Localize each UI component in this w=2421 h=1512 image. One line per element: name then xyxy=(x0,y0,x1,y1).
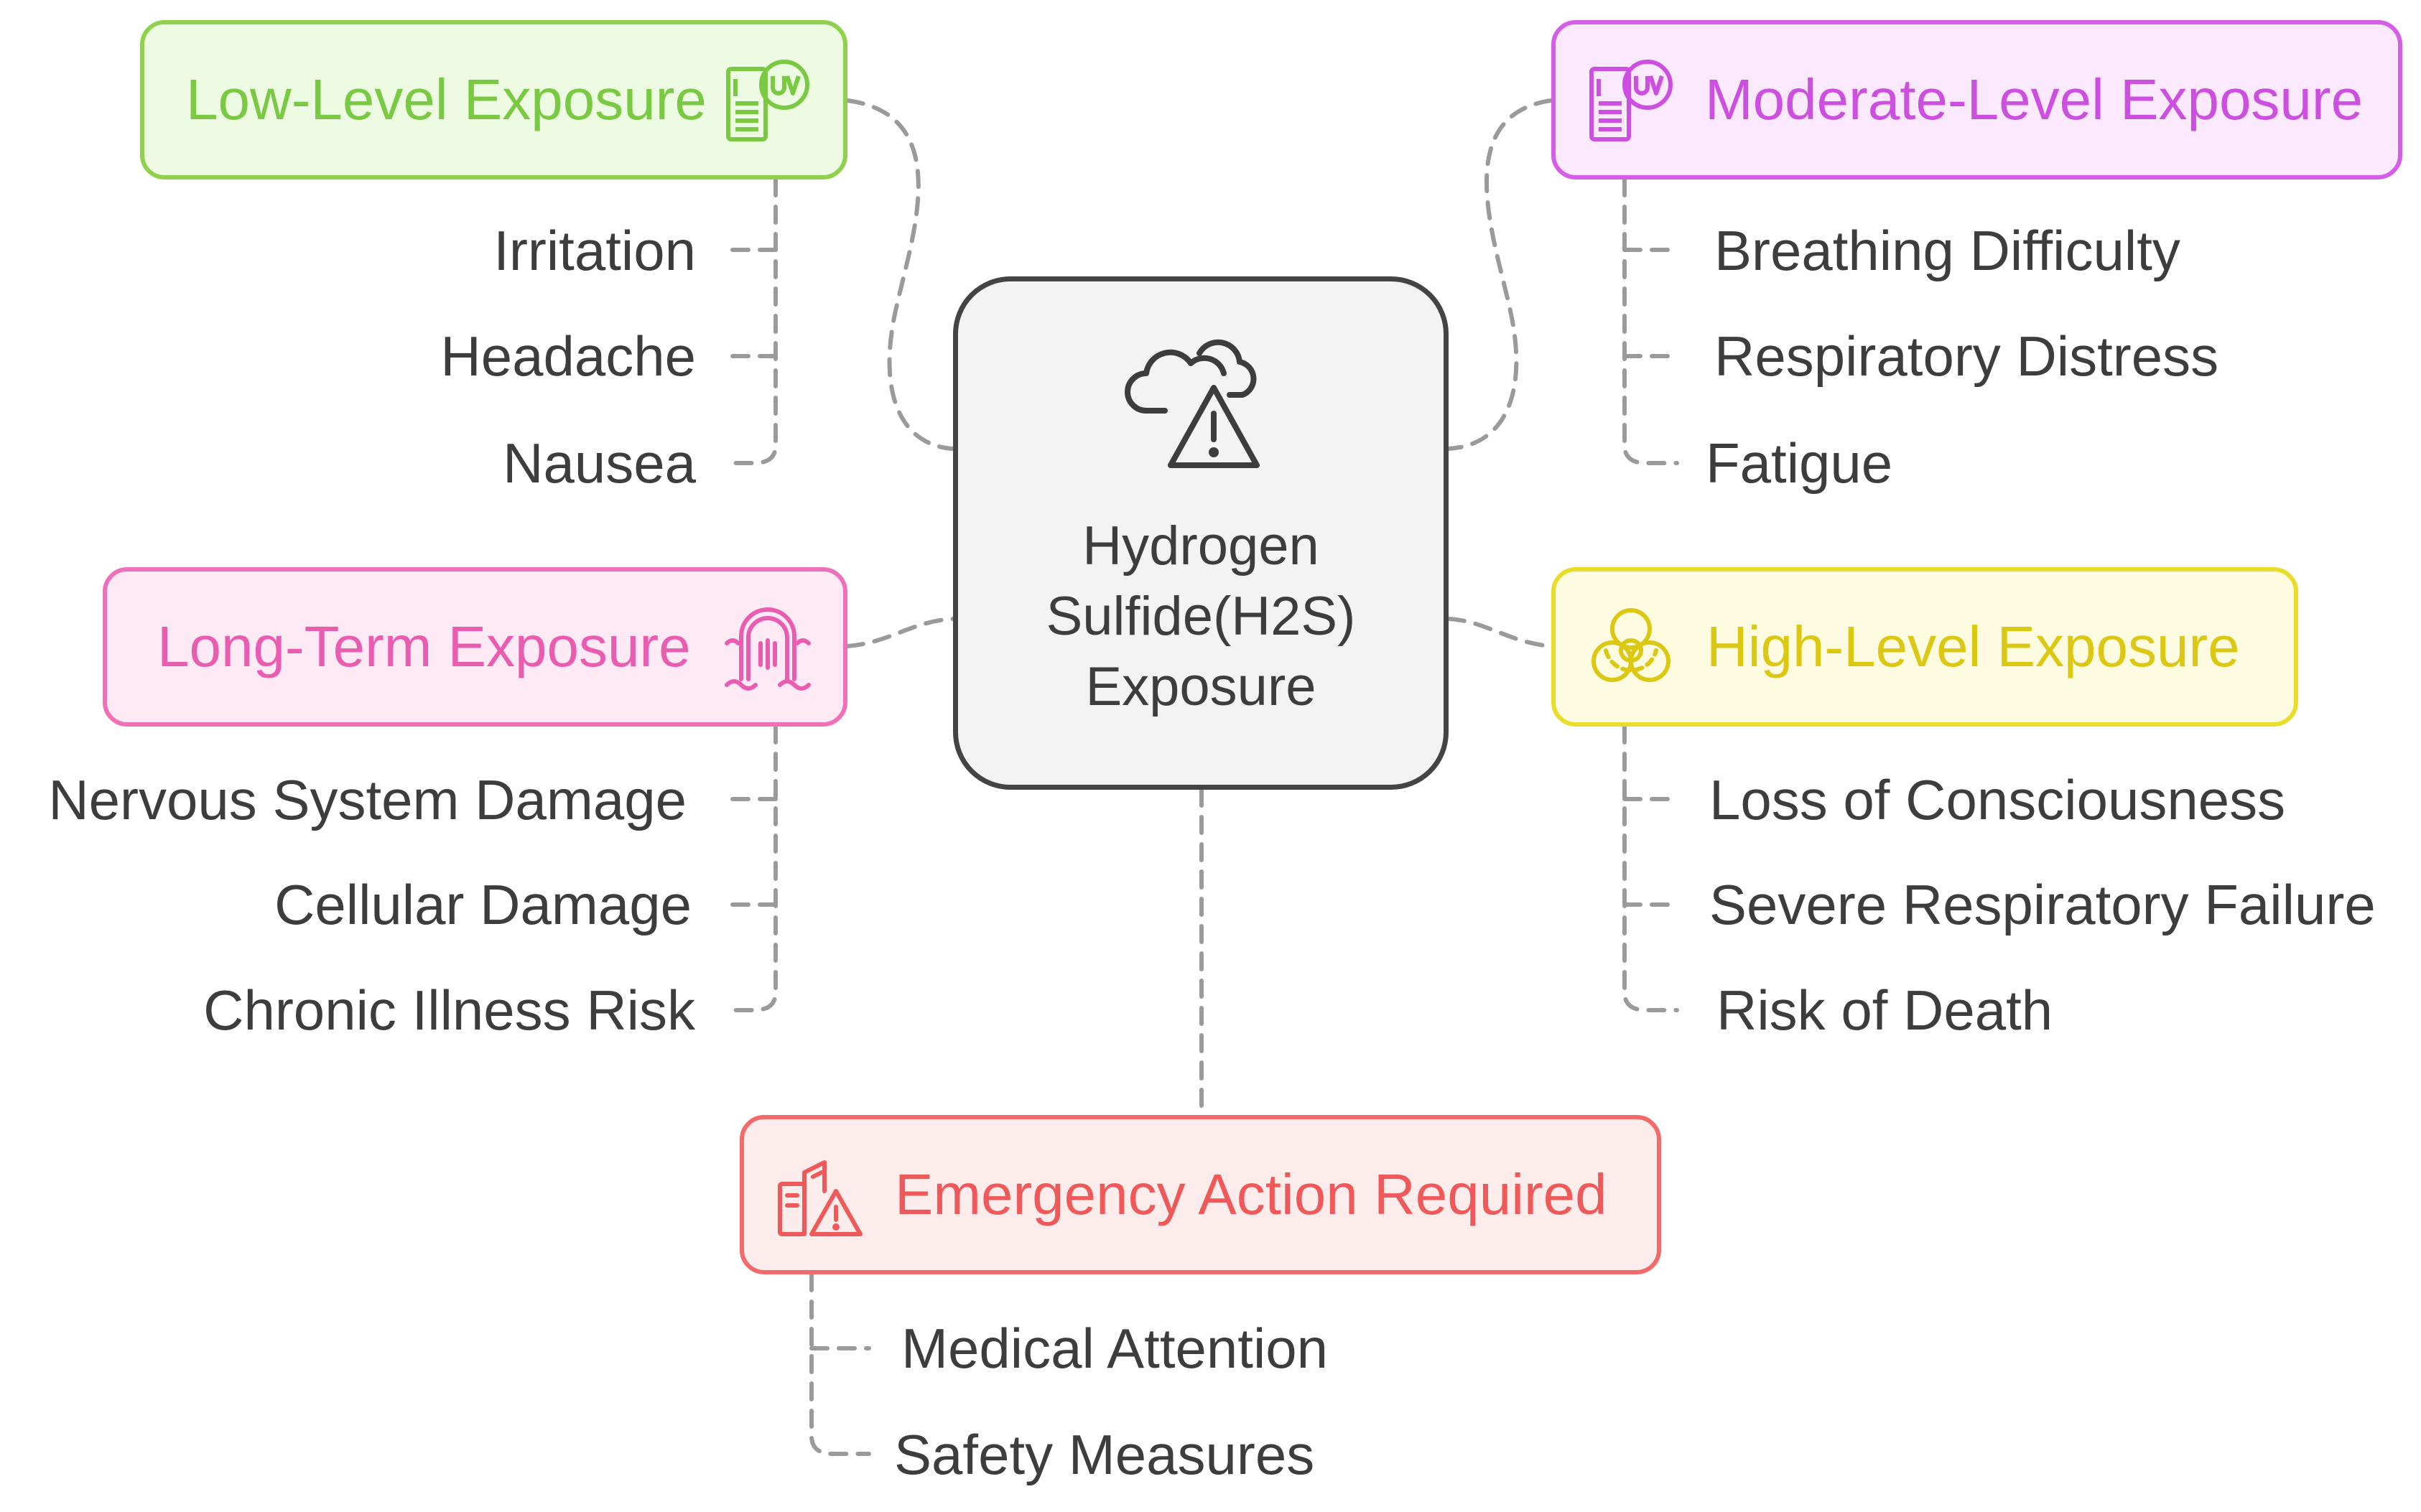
connector-high-items xyxy=(1622,724,1679,1012)
low-item-2: Headache xyxy=(440,325,696,388)
central-topic-box: Hydrogen Sulfide(H2S) Exposure xyxy=(953,276,1449,790)
building-warning-icon xyxy=(773,1148,866,1241)
central-title-line-2: Sulfide(H2S) xyxy=(1046,586,1356,647)
uv-meter-icon xyxy=(721,53,814,146)
moderate-item-3: Fatigue xyxy=(1706,431,1893,495)
biohazard-icon xyxy=(1584,600,1678,694)
central-title-line-1: Hydrogen xyxy=(1082,515,1319,577)
connector-moderate-items xyxy=(1622,177,1679,465)
bacteria-cell-icon xyxy=(721,600,814,694)
high-level-exposure-box: High-Level Exposure xyxy=(1551,567,2298,727)
emergency-item-1: Medical Attention xyxy=(901,1317,1329,1380)
longterm-item-3: Chronic Illness Risk xyxy=(203,979,695,1042)
high-item-1: Loss of Consciousness xyxy=(1709,768,2286,831)
connector-center-moderate xyxy=(1446,98,1553,451)
uv-meter-icon xyxy=(1584,53,1678,146)
moderate-item-2: Respiratory Distress xyxy=(1714,325,2219,388)
longterm-item-1: Nervous System Damage xyxy=(48,768,687,831)
low-item-3: Nausea xyxy=(503,431,696,495)
connector-longterm-items xyxy=(723,724,778,1012)
high-item-2: Severe Respiratory Failure xyxy=(1709,873,2376,936)
connector-low-items xyxy=(723,177,778,465)
emergency-action-box: Emergency Action Required xyxy=(740,1115,1661,1274)
low-level-exposure-box: Low-Level Exposure xyxy=(140,20,847,179)
connector-center-longterm xyxy=(845,617,955,648)
connector-emergency-items xyxy=(809,1272,871,1456)
low-level-exposure-title: Low-Level Exposure xyxy=(186,67,707,131)
low-item-1: Irritation xyxy=(493,219,696,282)
emergency-action-title: Emergency Action Required xyxy=(895,1162,1607,1226)
moderate-item-1: Breathing Difficulty xyxy=(1714,219,2180,282)
central-topic-title: Hydrogen Sulfide(H2S) Exposure xyxy=(958,511,1444,722)
cloud-warning-icon xyxy=(1122,325,1287,490)
central-title-line-3: Exposure xyxy=(1085,656,1316,717)
longterm-item-2: Cellular Damage xyxy=(274,873,692,936)
long-term-exposure-title: Long-Term Exposure xyxy=(157,615,691,678)
emergency-item-2: Safety Measures xyxy=(894,1423,1315,1486)
moderate-level-exposure-title: Moderate-Level Exposure xyxy=(1705,67,2364,131)
connector-center-low xyxy=(845,98,955,451)
high-item-3: Risk of Death xyxy=(1716,979,2053,1042)
connector-center-high xyxy=(1446,617,1553,648)
high-level-exposure-title: High-Level Exposure xyxy=(1706,615,2240,678)
long-term-exposure-box: Long-Term Exposure xyxy=(103,567,847,727)
moderate-level-exposure-box: Moderate-Level Exposure xyxy=(1551,20,2402,179)
